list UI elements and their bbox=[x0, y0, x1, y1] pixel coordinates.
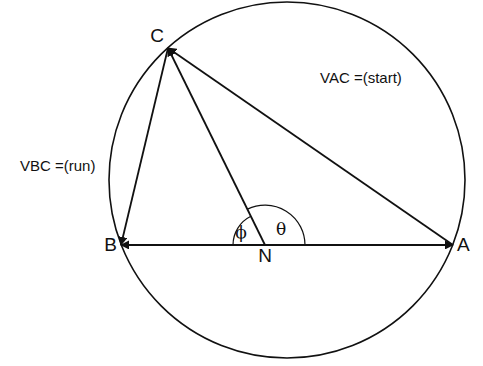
vertex-label: C bbox=[146, 25, 168, 48]
phasor-arrow bbox=[121, 48, 168, 245]
point-letter: C bbox=[150, 25, 164, 46]
point-letter: N bbox=[258, 245, 272, 266]
locus-circle bbox=[109, 2, 465, 358]
vertex-label: A bbox=[453, 234, 474, 257]
voltage-label: VAC =(start) bbox=[318, 70, 404, 87]
angle-symbol: ϕ bbox=[233, 223, 249, 242]
phasor-arrow bbox=[168, 48, 453, 245]
phasor-arrow bbox=[168, 48, 265, 245]
phi-arc bbox=[233, 216, 251, 245]
point-letter: B bbox=[104, 234, 117, 255]
angle-symbol: θ bbox=[274, 220, 288, 239]
voltage-label: VBC =(run) bbox=[18, 158, 97, 175]
phasor-arrow bbox=[265, 244, 453, 246]
neutral-label: N bbox=[254, 245, 276, 268]
vertex-label: B bbox=[100, 234, 121, 257]
phasor-arrow bbox=[121, 244, 265, 246]
point-letter: A bbox=[457, 234, 470, 255]
